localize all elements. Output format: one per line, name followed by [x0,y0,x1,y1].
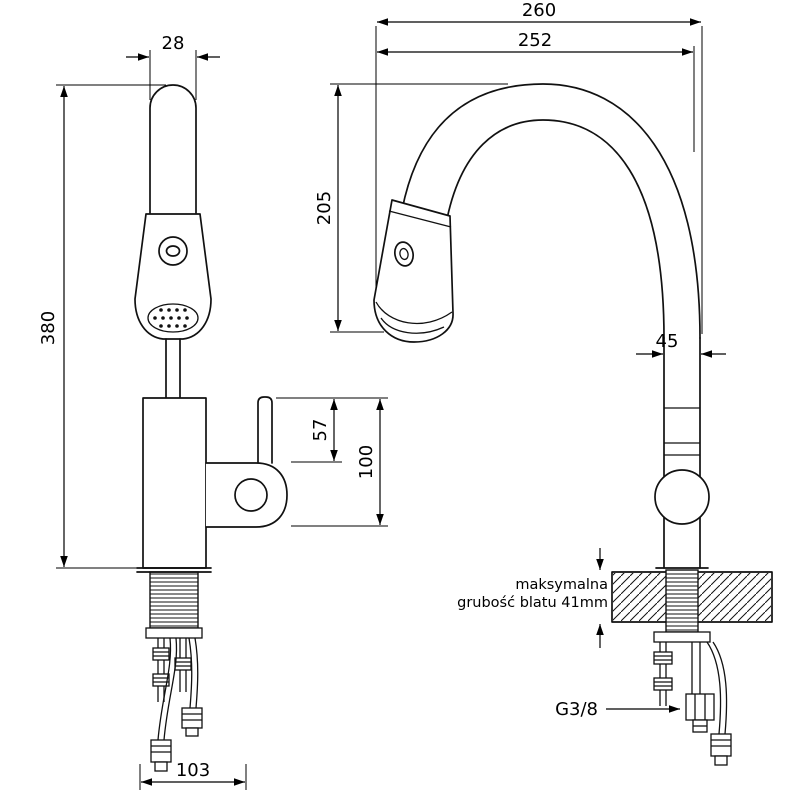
counter-note-line1: maksymalna [515,577,608,593]
aerator-face [147,303,199,333]
dim-overall-reach-label: 260 [522,0,556,21]
spray-head-cone [134,213,212,340]
spray-head-side [373,199,454,343]
dim-spout-height-label: 205 [314,191,335,225]
spray-button-center [165,245,181,257]
spout-top [149,84,197,214]
hose-fitting-lines [182,713,202,721]
valve-cap [234,478,268,512]
extension-line [276,397,388,527]
dim-body-height-label: 100 [356,445,377,479]
dim-base-width-label: 103 [176,760,210,781]
dim-total-height-label: 380 [38,311,59,345]
hose-fitting [181,707,203,729]
spray-button [158,236,188,266]
mounting-plate [145,627,203,639]
dimensions-side: 260 252 205 45 maksymalna grubość blatu … [314,0,726,720]
dimensions-front: 380 28 57 100 103 [38,33,388,790]
thread-size-label: G3/8 [555,699,598,720]
hose-fitting-lines [151,745,171,753]
extension-line [139,764,247,790]
thread-pipe-side [691,642,701,694]
hex-nut-lines [175,661,191,667]
faucet-body [142,397,207,569]
extension-line [56,84,166,569]
spray-head-collar [388,210,452,228]
countertop-slab [611,571,773,623]
supply-hose-side [706,641,728,735]
hose-fitting-side [710,733,732,757]
g38-fitting-lines [694,694,706,720]
spout-arc-outer [401,83,701,339]
mounting-shank [149,571,199,629]
hex-nut [174,657,192,671]
hex-nut [653,651,673,665]
mounting-shank-side [665,569,699,633]
counter-note-line2: grubość blatu 41mm [457,595,608,611]
extension-line [375,26,703,334]
hex-nut-lines [153,651,169,657]
hose-tip [154,761,168,772]
front-view [134,84,288,772]
handle-lever [257,396,273,464]
aerator-lines-side [375,301,453,334]
dim-handle-height-label: 57 [310,419,331,442]
hose-tip [185,727,199,737]
spout-arc-inner [445,119,665,339]
extension-line [276,397,342,463]
dim-body-width-label: 45 [656,331,679,352]
spray-button-side-center [399,247,409,261]
g38-fitting [685,693,715,721]
dim-spout-reach-label: 252 [518,30,552,51]
hex-nut [152,647,170,661]
spray-button-side [393,241,415,267]
supply-hose [188,637,199,709]
dim-head-width-label: 28 [162,33,185,54]
hex-nut-lines [654,681,672,687]
body-column-side [663,337,701,569]
extension-line [330,83,508,333]
hex-nut [653,677,673,691]
mounting-plate-side [653,631,711,643]
hex-nut [152,673,170,687]
extension-line [149,50,197,100]
column-joint-lines [664,407,700,456]
hose-fitting [150,739,172,763]
mixer-ball [654,469,710,525]
hose-tip-side [714,755,728,766]
hex-nut-lines [654,655,672,661]
countertop-hatch [698,573,771,621]
hose-fitting-side-lines [711,739,731,747]
spray-neck [165,338,181,399]
side-view [373,83,773,766]
supply-hose [157,637,178,741]
countertop-hatch [613,573,666,621]
valve-body [205,462,288,528]
aerator-dots [153,308,189,328]
